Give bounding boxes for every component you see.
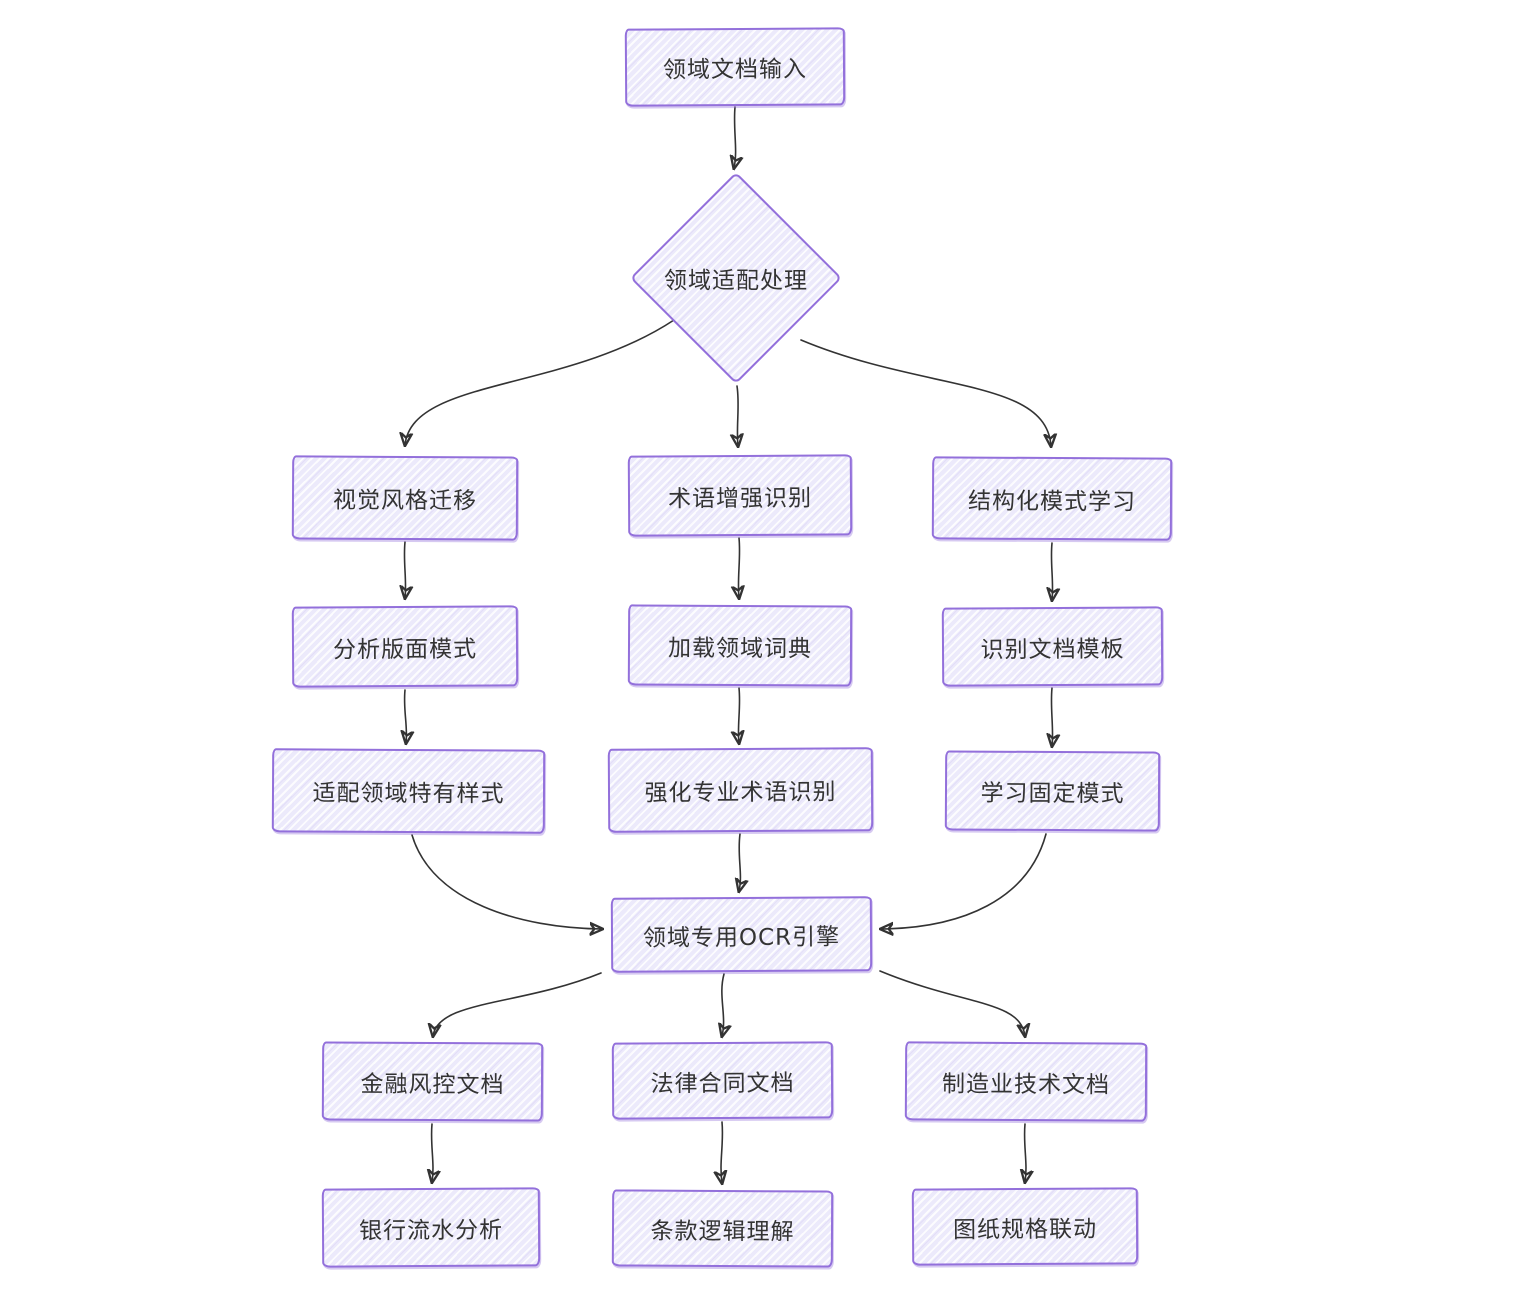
node-template: 识别文档模板 — [941, 606, 1164, 687]
node-strengthen-label: 强化专业术语识别 — [644, 779, 837, 807]
edge-term-dict — [738, 537, 739, 598]
edge-layout-style — [405, 689, 407, 743]
node-mfg-label: 制造业技术文档 — [941, 1071, 1111, 1098]
edge-visual-layout — [404, 541, 405, 598]
node-struct-label: 结构化模式学习 — [967, 488, 1137, 515]
edge-ocr-finance — [433, 972, 602, 1036]
edge-template-fixed — [1051, 687, 1052, 746]
edge-fixed-ocr — [881, 833, 1047, 929]
edge-style-ocr — [411, 834, 602, 929]
edge-struct-template — [1051, 542, 1052, 600]
node-dict: 加载领域词典 — [627, 604, 853, 687]
edge-ocr-mfg — [879, 970, 1025, 1036]
edge-adapt-term — [737, 385, 738, 446]
node-bank-label: 银行流水分析 — [358, 1217, 504, 1244]
node-drawing: 图纸规格联动 — [911, 1187, 1139, 1266]
node-bank: 银行流水分析 — [321, 1187, 541, 1268]
node-legal-label: 法律合同文档 — [650, 1070, 795, 1097]
node-adapt-label: 领域适配处理 — [664, 268, 808, 294]
node-clause-label: 条款逻辑理解 — [650, 1218, 795, 1245]
node-layout-label: 分析版面模式 — [332, 636, 478, 663]
edge-mfg-drawing — [1025, 1123, 1026, 1182]
node-fixed-label: 学习固定模式 — [980, 780, 1125, 808]
node-clause: 条款逻辑理解 — [611, 1189, 834, 1268]
node-ocr: 领域专用OCR引擎 — [610, 896, 873, 973]
node-fixed: 学习固定模式 — [944, 750, 1161, 832]
node-layout: 分析版面模式 — [291, 605, 519, 688]
edge-dict-strengthen — [738, 687, 739, 743]
node-struct: 结构化模式学习 — [931, 456, 1173, 541]
node-visual-label: 视觉风格迁移 — [332, 487, 478, 515]
node-input-label: 领域文档输入 — [662, 56, 808, 84]
node-adapt: 领域适配处理 — [629, 171, 843, 385]
node-template-label: 识别文档模板 — [980, 636, 1125, 663]
node-drawing-label: 图纸规格联动 — [952, 1216, 1098, 1243]
node-finance-label: 金融风控文档 — [360, 1071, 505, 1098]
node-dict-label: 加载领域词典 — [667, 635, 813, 662]
node-term: 术语增强识别 — [627, 454, 853, 537]
node-input: 领域文档输入 — [624, 27, 846, 107]
node-term-label: 术语增强识别 — [667, 485, 813, 512]
node-strengthen: 强化专业术语识别 — [607, 747, 874, 833]
edge-ocr-legal — [722, 973, 724, 1036]
node-style: 适配领域特有样式 — [271, 748, 546, 834]
edge-legal-clause — [721, 1121, 722, 1183]
node-style-label: 适配领域特有样式 — [312, 780, 505, 808]
node-ocr-label: 领域专用OCR引擎 — [642, 923, 841, 952]
edge-strengthen-ocr — [739, 833, 740, 891]
node-visual: 视觉风格迁移 — [291, 455, 519, 541]
node-legal: 法律合同文档 — [611, 1041, 834, 1120]
node-finance: 金融风控文档 — [321, 1041, 544, 1122]
edge-finance-bank — [432, 1123, 433, 1182]
edge-input-adapt — [734, 106, 736, 168]
node-mfg: 制造业技术文档 — [904, 1041, 1148, 1122]
